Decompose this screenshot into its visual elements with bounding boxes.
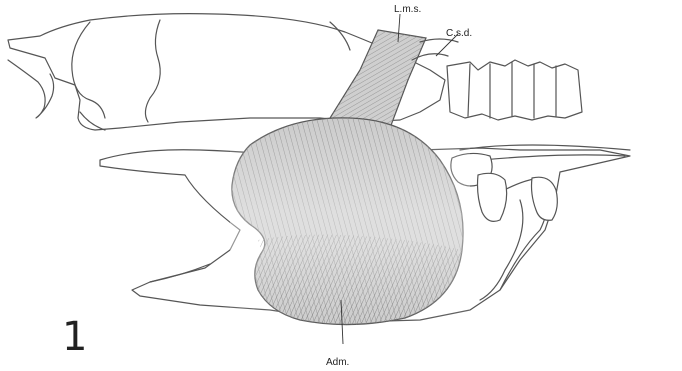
label-lms: L.m.s.: [394, 4, 421, 15]
adductor-muscle: [230, 115, 470, 330]
teeth-row: [447, 60, 582, 120]
figure-number: 1: [62, 314, 87, 360]
label-adm: Adm.: [326, 357, 349, 368]
label-csd: C.s.d.: [446, 28, 472, 39]
